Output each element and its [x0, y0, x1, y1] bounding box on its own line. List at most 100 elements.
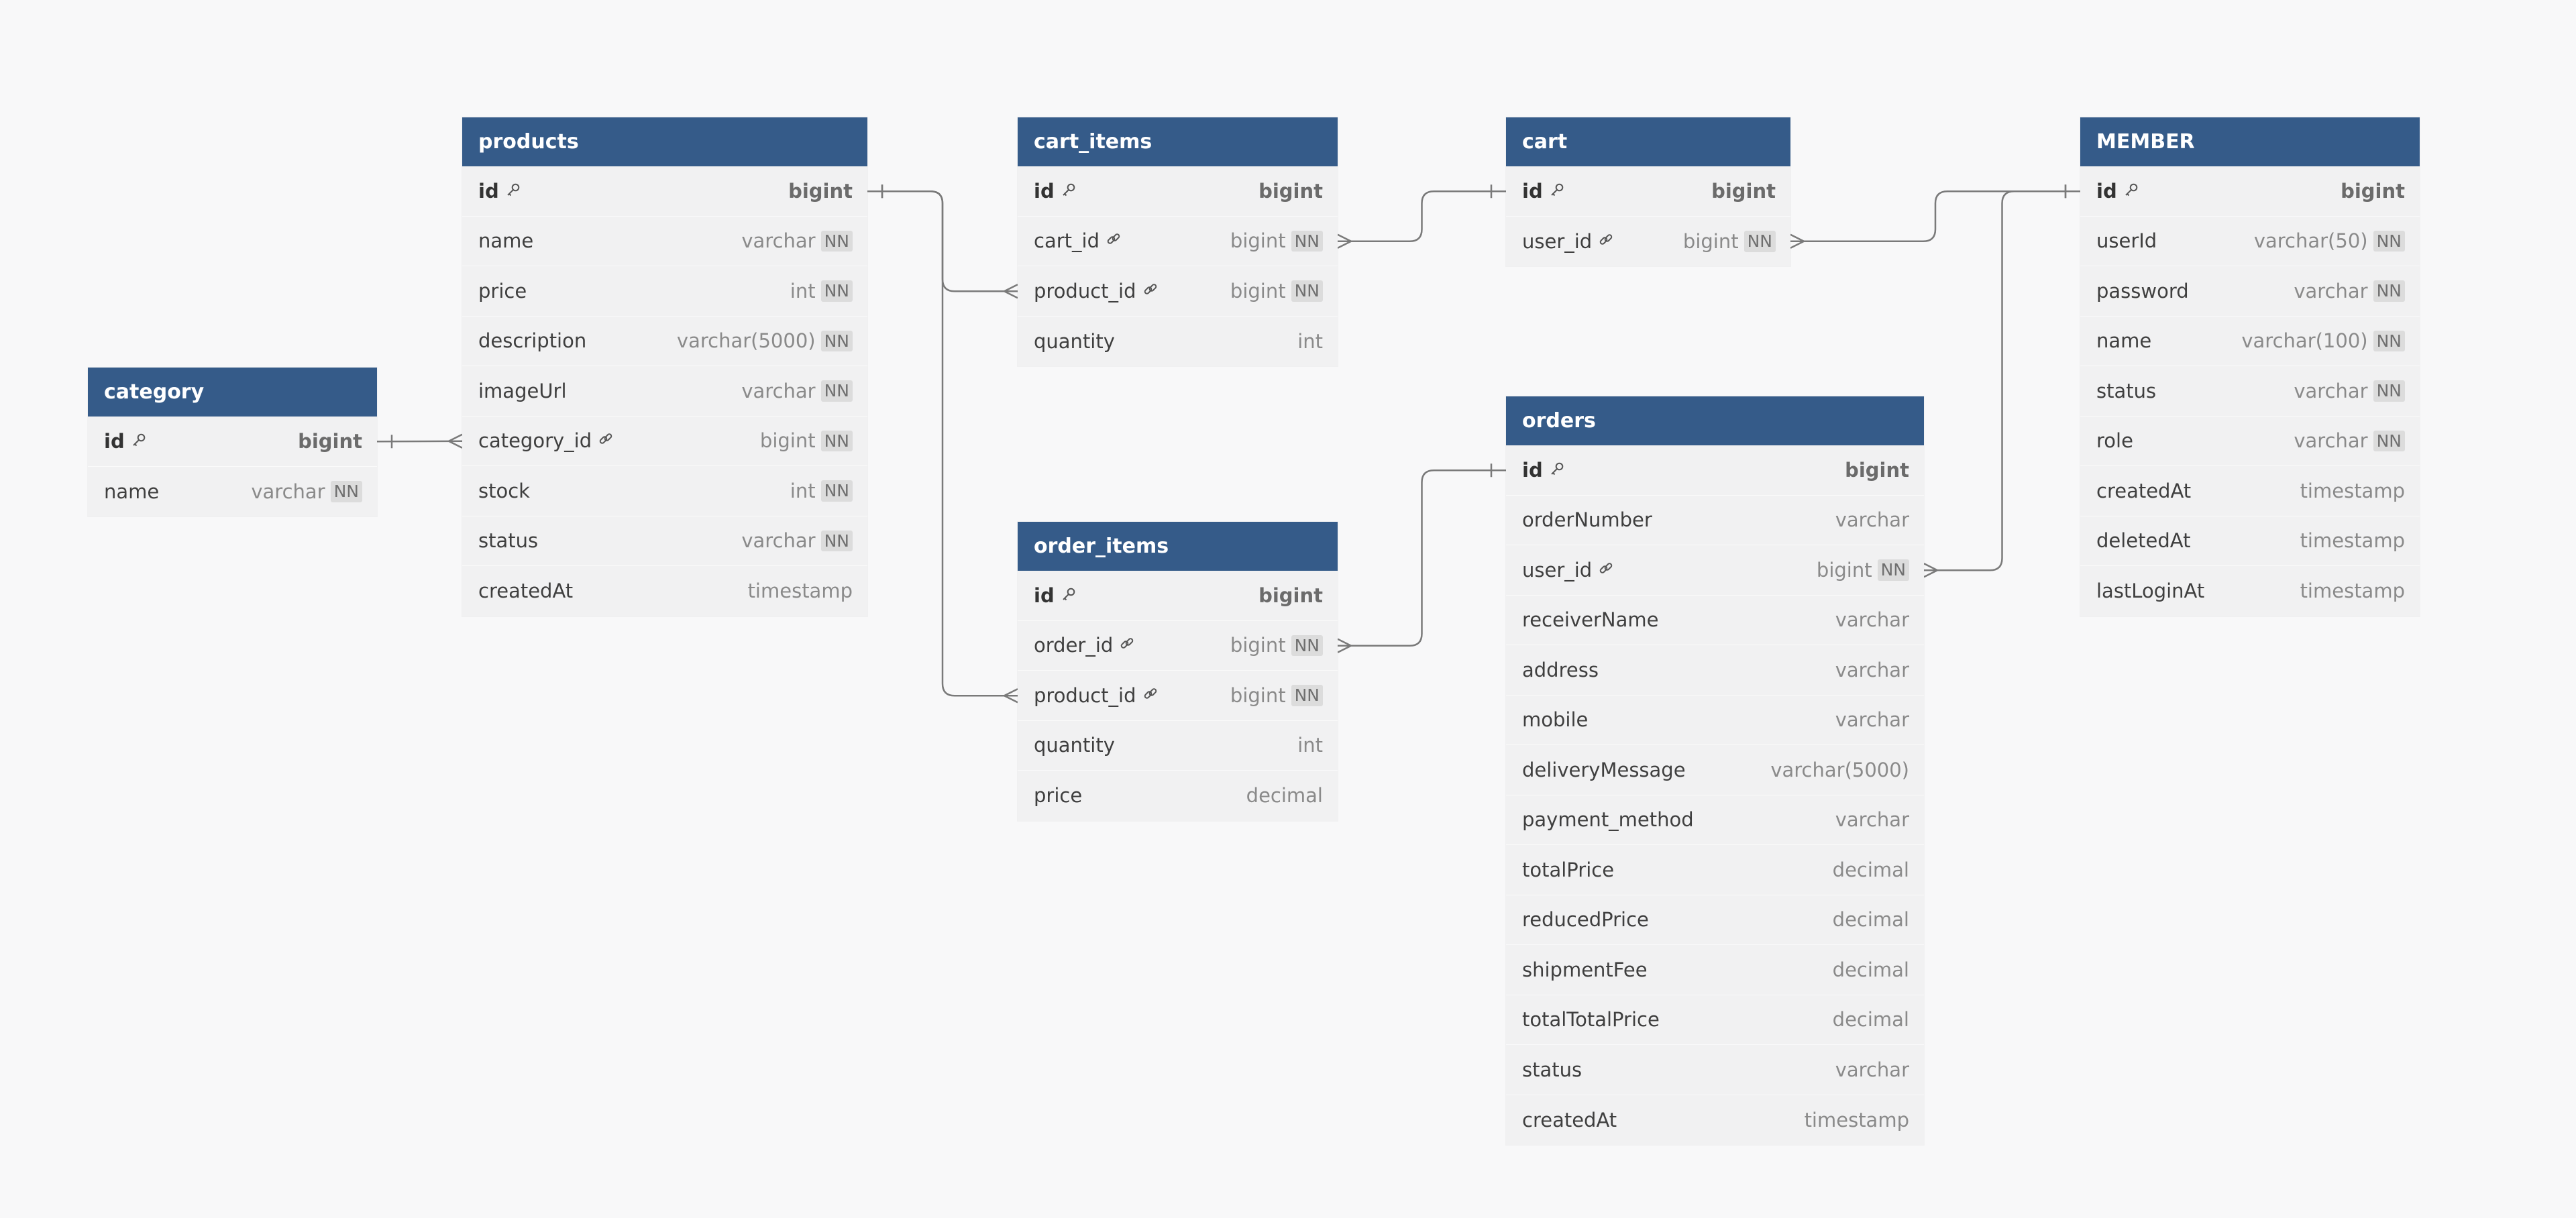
column-name-cell: user_id	[1522, 230, 1683, 253]
column-name-cell: user_id	[1522, 559, 1817, 582]
connector-line	[1924, 190, 2080, 571]
column-type: varchar	[251, 480, 325, 503]
table-header[interactable]: products	[462, 117, 867, 166]
table-header[interactable]: orders	[1506, 396, 1924, 445]
column-type: timestamp	[2300, 529, 2405, 553]
column-type-cell: varchar(5000)NN	[677, 329, 853, 352]
nn-badge: NN	[820, 530, 853, 551]
column-type: varchar	[1835, 508, 1909, 532]
column-name-cell: name	[478, 229, 741, 252]
column-type-cell: varchar	[1835, 608, 1909, 631]
column-type: bigint	[1230, 634, 1286, 657]
column-name: userId	[2096, 229, 2157, 253]
column-name: orderNumber	[1522, 508, 1652, 532]
key-icon	[1550, 461, 1564, 479]
column-type: bigint	[759, 429, 816, 453]
table-header[interactable]: cart_items	[1018, 117, 1338, 166]
column-name-cell: stock	[478, 480, 790, 502]
column-name-cell: id	[478, 180, 788, 203]
nn-badge: NN	[1877, 559, 1909, 581]
column-name-cell: id	[1522, 459, 1845, 482]
column-name-cell: category_id	[478, 429, 760, 452]
column-type-cell: bigint	[2341, 180, 2405, 203]
column-type-cell: bigint	[1258, 180, 1323, 203]
column-name-cell: price	[1034, 784, 1246, 807]
column-type: int	[790, 279, 816, 302]
key-icon	[506, 182, 521, 200]
column-name: createdAt	[478, 579, 574, 603]
nn-badge: NN	[1291, 280, 1323, 302]
column-row[interactable]: createdAt timestamp	[462, 566, 867, 616]
column-name: description	[478, 329, 587, 353]
column-name-cell: receiverName	[1522, 608, 1835, 631]
column-type: timestamp	[747, 579, 853, 603]
nn-badge: NN	[1291, 230, 1323, 252]
column-type-cell: varchar(50)NN	[2254, 229, 2405, 252]
column-name-cell: name	[104, 480, 251, 503]
column-name-cell: address	[1522, 659, 1835, 681]
column-row[interactable]: orderNumber varchar	[1506, 496, 1924, 545]
column-row[interactable]: description varchar(5000)NN	[462, 317, 867, 366]
column-row[interactable]: userId varchar(50)NN	[2080, 217, 2420, 266]
table-header[interactable]: order_items	[1018, 522, 1338, 571]
table-header[interactable]: category	[88, 368, 377, 417]
column-type: varchar	[1835, 808, 1909, 832]
column-name: payment_method	[1522, 808, 1694, 832]
table-header[interactable]: cart	[1506, 117, 1790, 166]
connector-line	[867, 190, 1018, 292]
key-icon	[1550, 182, 1564, 200]
column-row[interactable]: payment_method varchar	[1506, 795, 1924, 845]
table-header[interactable]: MEMBER	[2080, 117, 2420, 166]
